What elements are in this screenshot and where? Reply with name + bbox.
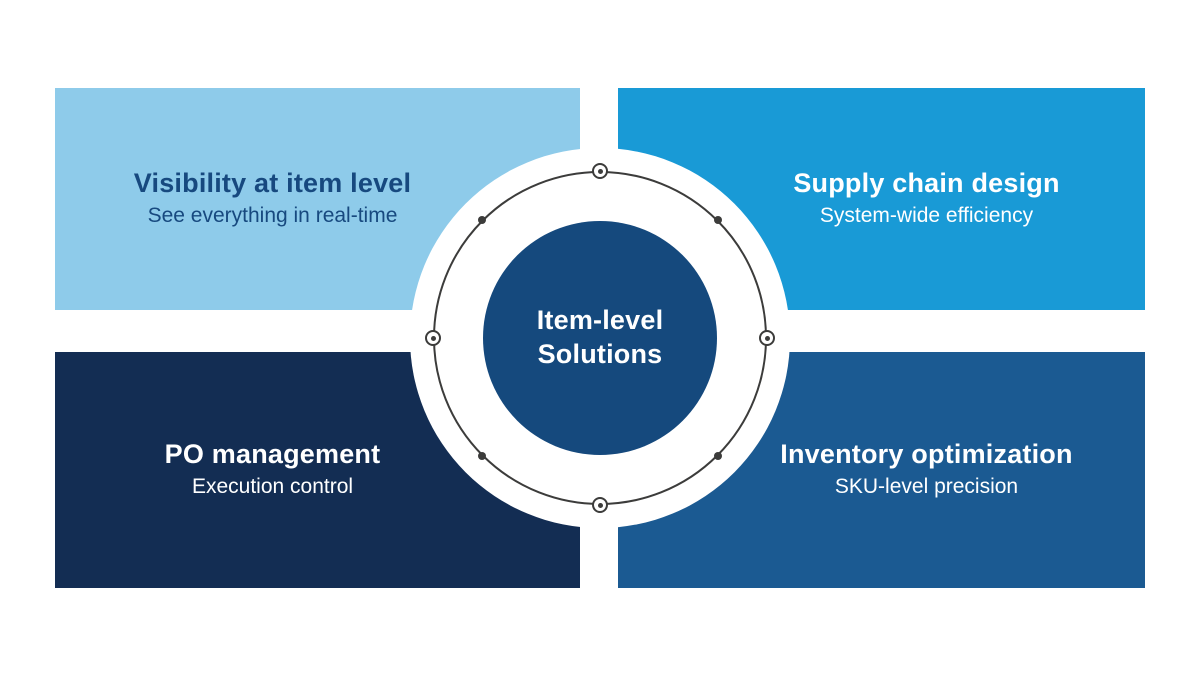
ring-dot-southwest-icon (478, 452, 486, 460)
ring-dot-northwest-icon (478, 216, 486, 224)
quadrant-inventory-title: Inventory optimization (780, 439, 1073, 470)
quadrant-visibility-title: Visibility at item level (133, 168, 412, 199)
center-label: Item-level Solutions (537, 304, 664, 372)
center-circle: Item-level Solutions (483, 221, 717, 455)
ring-node-top-icon (592, 163, 608, 179)
quadrant-po-management-title: PO management (164, 439, 381, 470)
ring-node-top-dot-icon (597, 168, 603, 174)
quadrant-supply-chain-title: Supply chain design (793, 168, 1060, 199)
ring-node-bottom-icon (592, 497, 608, 513)
ring-node-right-icon (759, 330, 775, 346)
ring-dot-southeast-icon (714, 452, 722, 460)
center-label-line1: Item-level (536, 305, 664, 336)
quadrant-inventory-subtitle: SKU-level precision (834, 475, 1019, 499)
quadrant-supply-chain-subtitle: System-wide efficiency (819, 204, 1034, 228)
ring-node-right-dot-icon (764, 335, 770, 341)
quadrant-visibility-subtitle: See everything in real-time (147, 204, 398, 228)
center-label-line2: Solutions (537, 339, 663, 369)
ring-node-bottom-dot-icon (597, 502, 603, 508)
ring-node-left-icon (425, 330, 441, 346)
ring-node-left-dot-icon (430, 335, 436, 341)
quadrant-po-management-subtitle: Execution control (191, 475, 354, 499)
ring-dot-northeast-icon (714, 216, 722, 224)
